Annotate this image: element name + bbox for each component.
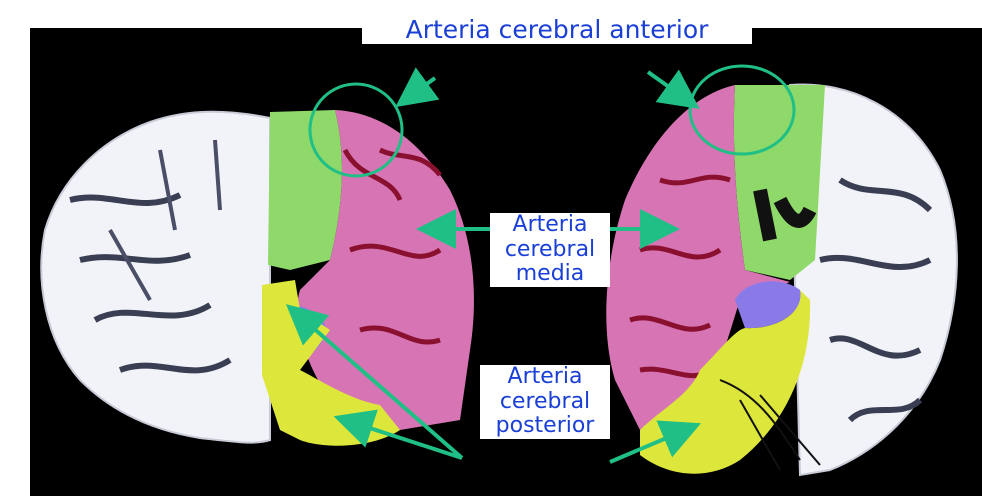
- edge-glyph: G: [0, 443, 20, 473]
- label-media-line-1: Arteria: [490, 213, 610, 238]
- label-arteria-cerebral-media: Arteria cerebral media: [490, 213, 610, 287]
- right-anterior-region: [734, 85, 825, 280]
- label-media-line-3: media: [490, 262, 610, 287]
- label-posterior-line-3: posterior: [480, 414, 610, 439]
- left-anterior-region: [268, 110, 342, 270]
- label-media-line-2: cerebral: [490, 238, 610, 263]
- label-arteria-cerebral-posterior: Arteria cerebral posterior: [480, 365, 610, 439]
- label-posterior-line-2: cerebral: [480, 390, 610, 415]
- label-arteria-cerebral-anterior: Arteria cerebral anterior: [362, 16, 752, 44]
- label-posterior-line-1: Arteria: [480, 365, 610, 390]
